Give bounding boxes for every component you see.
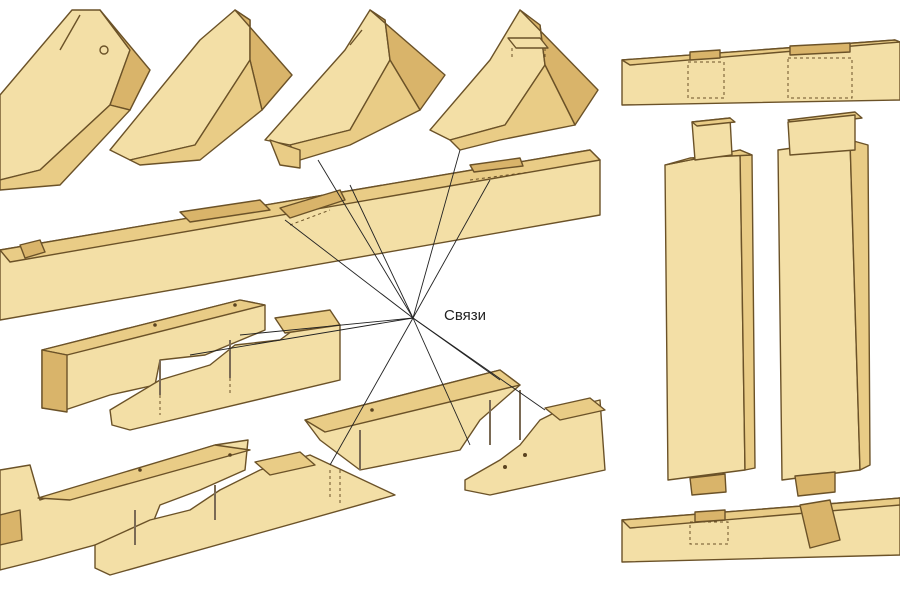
long-beam: [0, 149, 601, 321]
post-left: [664, 117, 756, 496]
scarf-joint-bottom: [0, 439, 396, 576]
bottom-sill: [621, 497, 900, 563]
callout-leader-lines: [189, 149, 546, 466]
scarf-joint-middle: [41, 299, 341, 431]
post-right: [777, 111, 871, 497]
rafter-end-4: [429, 9, 599, 151]
rafter-end-2: [109, 9, 293, 166]
rafter-end-1: [0, 9, 151, 191]
splice-joint-middle: [304, 369, 606, 496]
rafter-end-3: [264, 9, 446, 169]
callout-label: Связи: [444, 307, 486, 324]
top-plate: [621, 39, 900, 106]
